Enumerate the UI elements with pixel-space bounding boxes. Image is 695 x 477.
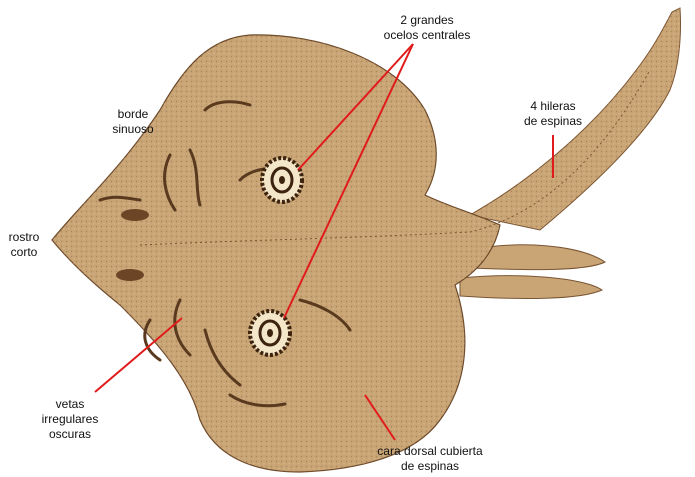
eye-lower bbox=[116, 269, 144, 281]
label-ocelos-line1: 2 grandes bbox=[372, 13, 482, 28]
label-rostro-line1: rostro bbox=[0, 230, 48, 245]
label-borde-line1: borde bbox=[98, 107, 168, 122]
label-ocelos-line2: ocelos centrales bbox=[372, 28, 482, 43]
label-borde: borde sinuoso bbox=[98, 107, 168, 137]
label-cara-line2: de espinas bbox=[360, 459, 500, 474]
label-cara: cara dorsal cubierta de espinas bbox=[360, 444, 500, 474]
pelvic-fin-lower bbox=[460, 276, 602, 299]
label-vetas-line2: irregulares bbox=[30, 412, 110, 427]
label-espinas: 4 hileras de espinas bbox=[513, 99, 593, 129]
label-espinas-line1: 4 hileras bbox=[513, 99, 593, 114]
eye-upper bbox=[121, 209, 149, 221]
label-vetas: vetas irregulares oscuras bbox=[30, 397, 110, 442]
label-rostro-line2: corto bbox=[0, 245, 48, 260]
label-espinas-line2: de espinas bbox=[513, 114, 593, 129]
label-borde-line2: sinuoso bbox=[98, 122, 168, 137]
label-vetas-line1: vetas bbox=[30, 397, 110, 412]
label-vetas-line3: oscuras bbox=[30, 427, 110, 442]
ocellus-upper bbox=[262, 158, 302, 202]
label-ocelos: 2 grandes ocelos centrales bbox=[372, 13, 482, 43]
label-cara-line1: cara dorsal cubierta bbox=[360, 444, 500, 459]
label-rostro: rostro corto bbox=[0, 230, 48, 260]
